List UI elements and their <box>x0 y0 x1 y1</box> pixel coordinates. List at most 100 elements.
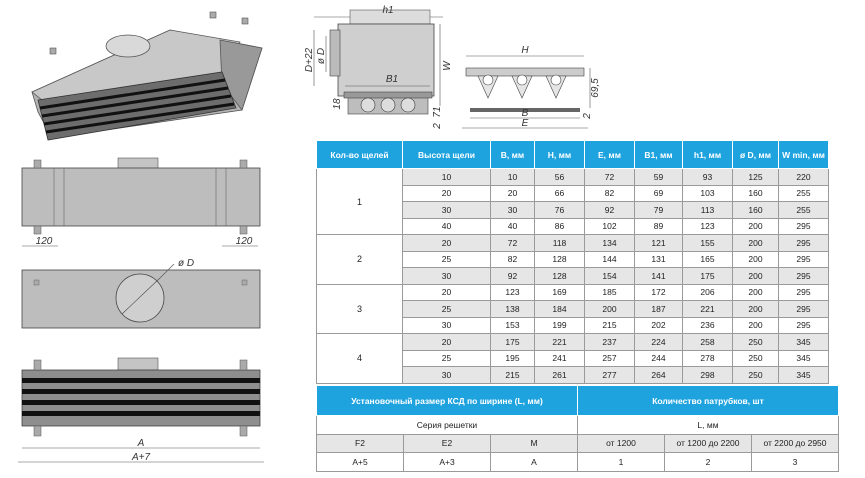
count-2: 2 <box>664 452 752 472</box>
front-section-view: H 69,5 B 2 E <box>462 45 601 129</box>
table-cell: 30 <box>402 267 491 285</box>
table-cell: 128 <box>534 250 585 268</box>
table-cell: 257 <box>584 349 635 367</box>
install-header-row: Установочный размер КСД по ширине (L, мм… <box>316 385 839 416</box>
table-cell: 278 <box>682 349 733 367</box>
install-names-row: F2 E2 M от 1200 от 1200 до 2200 от 2200 … <box>316 433 839 453</box>
table-cell: 250 <box>732 349 779 367</box>
table-cell: 79 <box>634 201 683 219</box>
table-cell: 102 <box>584 217 635 235</box>
back-view: ø D <box>21 258 261 329</box>
size-f2: A+5 <box>316 452 404 472</box>
table-cell: 128 <box>534 267 585 285</box>
col-header: W min, мм <box>778 140 829 169</box>
dim-h: H <box>521 45 529 56</box>
col-header: H, мм <box>534 140 585 169</box>
table-cell: 258 <box>682 333 733 351</box>
table-cell: 187 <box>634 300 683 318</box>
col-header: ø D, мм <box>732 140 779 169</box>
range-2: от 1200 до 2200 <box>664 433 752 453</box>
table-cell: 59 <box>634 168 683 186</box>
table-cell: 345 <box>778 333 829 351</box>
table-cell: 172 <box>634 283 683 301</box>
table-cell: 215 <box>584 316 635 334</box>
table-cell: 250 <box>732 333 779 351</box>
table-cell: 20 <box>402 234 491 252</box>
table-cell: 224 <box>634 333 683 351</box>
table-cell: 295 <box>778 267 829 285</box>
col-header: h1, мм <box>682 140 733 169</box>
table-cell: 255 <box>778 201 829 219</box>
dim-phid-back: ø D <box>178 258 194 269</box>
col-header: Высота щели <box>402 140 491 169</box>
table-cell: 255 <box>778 184 829 202</box>
slot-count-cell: 3 <box>316 283 403 334</box>
front-view: A A+7 <box>18 357 264 463</box>
range-3: от 2200 до 2950 <box>751 433 839 453</box>
dim-w: W <box>442 60 453 71</box>
table-cell: 295 <box>778 234 829 252</box>
col-header: Кол-во щелей <box>316 140 403 169</box>
table-cell: 10 <box>490 168 535 186</box>
table-cell: 154 <box>584 267 635 285</box>
table-cell: 199 <box>534 316 585 334</box>
table-cell: 345 <box>778 366 829 384</box>
table-cell: 175 <box>682 267 733 285</box>
dim-b: B <box>522 108 529 119</box>
count-1: 1 <box>577 452 665 472</box>
table-cell: 200 <box>732 250 779 268</box>
table-cell: 30 <box>402 316 491 334</box>
install-table: Установочный размер КСД по ширине (L, мм… <box>316 385 839 472</box>
spec-table: Кол-во щелей Высота щели B, мм H, мм E, … <box>316 140 829 384</box>
dim-71: 71 <box>432 106 443 117</box>
table-cell: 250 <box>732 366 779 384</box>
table-cell: 200 <box>732 300 779 318</box>
dim-2-left: 2 <box>432 123 443 130</box>
dim-120-right: 120 <box>236 236 253 247</box>
install-header-right: Количество патрубков, шт <box>577 385 839 416</box>
table-cell: 160 <box>732 201 779 219</box>
table-cell: 72 <box>584 168 635 186</box>
table-cell: 261 <box>534 366 585 384</box>
table-cell: 10 <box>402 168 491 186</box>
table-cell: 92 <box>490 267 535 285</box>
col-header: B1, мм <box>634 140 683 169</box>
top-view: 120 120 <box>21 157 261 247</box>
side-view: h1 D+22 ø D W B1 18 2 71 <box>304 5 453 130</box>
table-cell: 200 <box>732 316 779 334</box>
table-cell: 185 <box>584 283 635 301</box>
table-cell: 165 <box>682 250 733 268</box>
dim-e: E <box>522 118 529 129</box>
table-cell: 295 <box>778 283 829 301</box>
table-cell: 160 <box>732 184 779 202</box>
table-cell: 131 <box>634 250 683 268</box>
table-cell: 103 <box>682 184 733 202</box>
table-cell: 200 <box>732 283 779 301</box>
table-cell: 169 <box>534 283 585 301</box>
table-cell: 92 <box>584 201 635 219</box>
dim-69-5: 69,5 <box>590 78 601 98</box>
table-cell: 125 <box>732 168 779 186</box>
size-m: A <box>490 452 578 472</box>
table-cell: 123 <box>490 283 535 301</box>
install-header-left: Установочный размер КСД по ширине (L, мм… <box>316 385 578 416</box>
table-cell: 82 <box>584 184 635 202</box>
table-cell: 295 <box>778 217 829 235</box>
install-label-row: Серия решетки L, мм <box>316 415 839 435</box>
table-cell: 200 <box>732 217 779 235</box>
table-cell: 184 <box>534 300 585 318</box>
table-cell: 155 <box>682 234 733 252</box>
table-cell: 20 <box>402 184 491 202</box>
table-cell: 206 <box>682 283 733 301</box>
table-cell: 221 <box>682 300 733 318</box>
table-cell: 134 <box>584 234 635 252</box>
table-cell: 264 <box>634 366 683 384</box>
table-cell: 40 <box>490 217 535 235</box>
dim-d22: D+22 <box>304 47 315 72</box>
isometric-view <box>31 11 263 141</box>
table-cell: 20 <box>402 283 491 301</box>
table-cell: 195 <box>490 349 535 367</box>
